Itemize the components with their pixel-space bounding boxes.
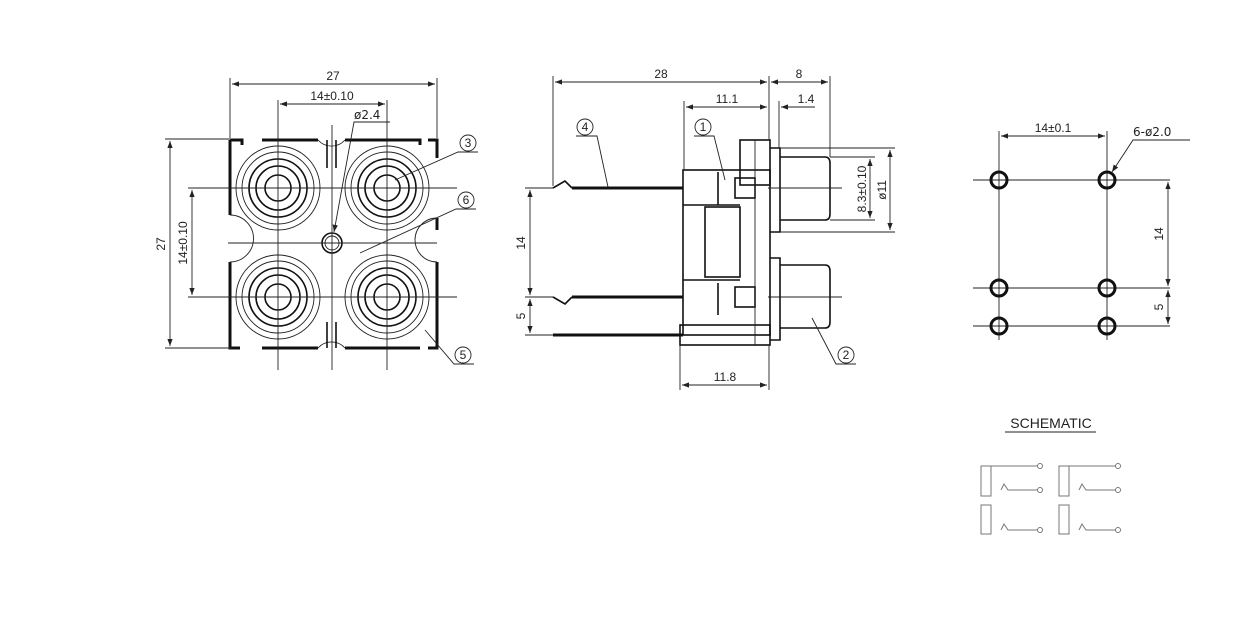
svg-text:2: 2 xyxy=(843,348,850,362)
dim-pin-pitch-2: 5 xyxy=(514,312,528,319)
svg-text:4: 4 xyxy=(582,120,589,134)
plug-bottom xyxy=(780,264,831,329)
plug-top xyxy=(780,156,831,221)
callout-6: 6 xyxy=(359,191,476,254)
dim-body-depth: 11.1 xyxy=(716,92,739,106)
svg-text:6: 6 xyxy=(463,193,470,207)
dim-front-width: 27 xyxy=(326,69,340,83)
callout-5: 5 xyxy=(424,329,474,365)
dim-pcb-pitch-h: 14±0.1 xyxy=(1035,121,1072,135)
dim-base-depth: 11.8 xyxy=(714,370,737,384)
pcb-holes xyxy=(989,170,1117,336)
svg-text:3: 3 xyxy=(465,136,472,150)
dim-pcb-pitch-v2: 5 xyxy=(1152,303,1166,310)
callout-3: 3 xyxy=(394,134,478,181)
dim-center-hole: ø2.4 xyxy=(354,108,380,122)
dim-flange: 1.4 xyxy=(798,92,815,106)
dim-front-pitch-h: 14±0.10 xyxy=(310,89,354,103)
schematic-title: SCHEMATIC xyxy=(1010,415,1091,431)
callout-1: 1 xyxy=(694,118,726,181)
schematic: SCHEMATIC xyxy=(980,415,1121,535)
dim-pin-pitch-1: 14 xyxy=(514,236,528,250)
side-view: 28 8 11.1 1.4 11.8 14 5 8.3±0.10 ø11 4 1… xyxy=(514,67,895,390)
dim-pcb-pitch-v1: 14 xyxy=(1152,227,1166,241)
callout-4: 4 xyxy=(576,118,609,188)
dim-plug-diameter: 8.3±0.10 xyxy=(855,165,869,212)
pcb-layout: 14±0.1 6-ø2.0 14 5 xyxy=(973,121,1190,340)
dim-plug-length: 8 xyxy=(796,67,803,81)
callout-2: 2 xyxy=(811,317,856,365)
svg-text:5: 5 xyxy=(460,348,467,362)
front-body-outline xyxy=(228,138,439,350)
dim-hole-spec: 6-ø2.0 xyxy=(1133,125,1171,139)
dim-flange-diameter: ø11 xyxy=(875,180,889,200)
front-view: 27 14±0.10 27 14±0.10 ø2.4 3 6 5 xyxy=(154,69,478,370)
dim-overall-length: 28 xyxy=(654,67,668,81)
center-lines xyxy=(165,78,457,370)
pins xyxy=(552,179,683,337)
dim-front-height: 27 xyxy=(154,237,168,251)
svg-text:1: 1 xyxy=(700,120,707,134)
dim-front-pitch-v: 14±0.10 xyxy=(176,221,190,265)
